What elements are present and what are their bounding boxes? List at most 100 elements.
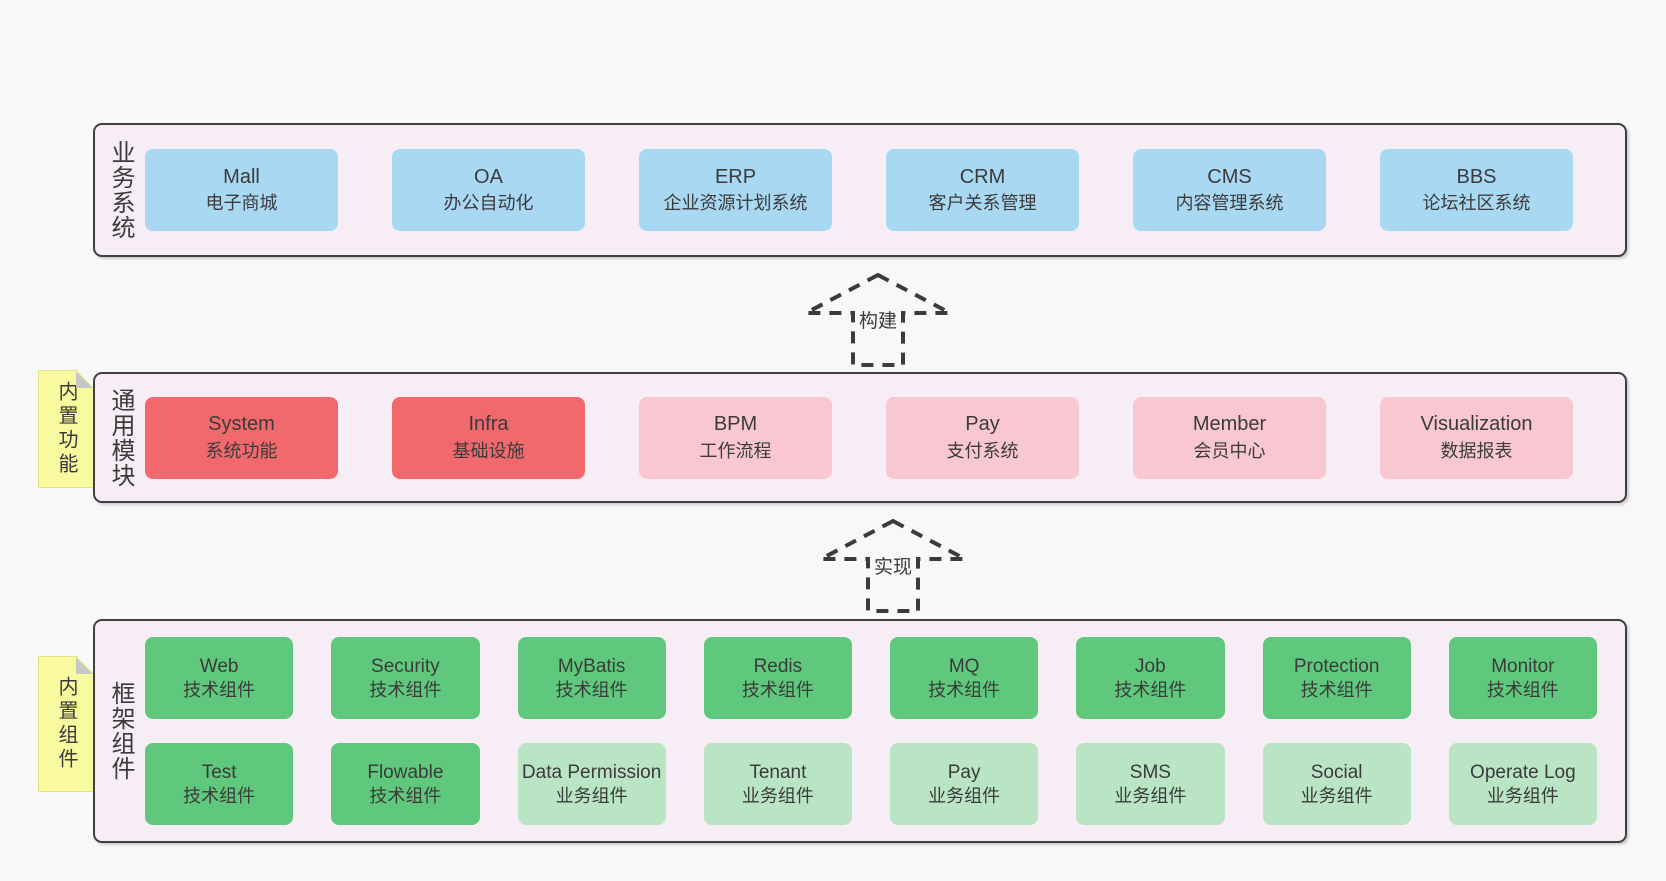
- node-test: Test 技术组件: [145, 743, 294, 825]
- band-modules-label: 通用模块: [95, 374, 145, 501]
- band-label-text: 通用模块: [107, 387, 134, 488]
- node-subtitle: 技术组件: [1486, 679, 1559, 700]
- node-subtitle: 业务组件: [555, 785, 628, 806]
- node-title: Data Permission: [521, 761, 662, 783]
- node-flowable: Flowable 技术组件: [331, 743, 480, 825]
- node-bbs: BBS 论坛社区系统: [1380, 149, 1573, 231]
- node-subtitle: 技术组件: [369, 679, 442, 700]
- node-title: Monitor: [1491, 655, 1555, 677]
- node-title: MQ: [948, 655, 980, 677]
- node-subtitle: 业务组件: [741, 785, 814, 806]
- node-title: Pay: [965, 413, 1000, 436]
- node-subtitle: 技术组件: [183, 679, 256, 700]
- node-subtitle: 客户关系管理: [928, 193, 1037, 214]
- node-title: SMS: [1129, 761, 1171, 783]
- node-subtitle: 技术组件: [369, 785, 442, 806]
- sticky-text: 内置组件: [55, 676, 77, 772]
- node-member: Member 会员中心: [1133, 396, 1326, 479]
- node-subtitle: 业务组件: [1486, 785, 1559, 806]
- node-crm: CRM 客户关系管理: [886, 149, 1079, 231]
- node-tenant: Tenant 业务组件: [703, 743, 852, 825]
- node-title: Social: [1310, 761, 1363, 783]
- node-title: Member: [1192, 413, 1267, 436]
- band-common-modules: 通用模块 System 系统功能 Infra 基础设施 BPM 工作流程 Pay…: [93, 372, 1627, 503]
- node-title: System: [208, 413, 275, 436]
- node-title: Web: [199, 655, 239, 677]
- band-business-boxes: Mall 电子商城 OA 办公自动化 ERP 企业资源计划系统 CRM 客户关系…: [145, 125, 1625, 255]
- arrow-build-label: 构建: [802, 306, 954, 333]
- node-subtitle: 技术组件: [928, 679, 1001, 700]
- arrow-label-text: 实现: [870, 556, 915, 579]
- node-subtitle: 会员中心: [1193, 440, 1266, 461]
- node-subtitle: 业务组件: [1114, 785, 1187, 806]
- arrow-build: 构建: [802, 272, 954, 368]
- node-operate-log: Operate Log 业务组件: [1448, 743, 1597, 825]
- band-framework-components: 框架组件 Web 技术组件 Security 技术组件 MyBatis 技术组件…: [93, 619, 1627, 843]
- node-title: Protection: [1293, 655, 1380, 677]
- node-subtitle: 技术组件: [555, 679, 628, 700]
- node-subtitle: 支付系统: [946, 440, 1019, 461]
- node-title: Security: [371, 655, 440, 677]
- up-block-arrow-icon: [805, 272, 951, 367]
- node-mybatis: MyBatis 技术组件: [517, 637, 666, 719]
- node-oa: OA 办公自动化: [392, 149, 585, 231]
- node-subtitle: 技术组件: [741, 679, 814, 700]
- band-label-text: 业务系统: [107, 140, 134, 240]
- node-title: ERP: [714, 165, 757, 188]
- node-web: Web 技术组件: [145, 637, 294, 719]
- node-bpm: BPM 工作流程: [639, 396, 832, 479]
- node-mq: MQ 技术组件: [890, 637, 1039, 719]
- node-subtitle: 办公自动化: [443, 193, 534, 214]
- node-mall: Mall 电子商城: [145, 149, 338, 231]
- node-subtitle: 技术组件: [183, 785, 256, 806]
- node-pay-biz: Pay 业务组件: [890, 743, 1039, 825]
- node-subtitle: 企业资源计划系统: [663, 193, 808, 214]
- sticky-note-builtin-features: 内置功能: [38, 370, 94, 488]
- arrow-implement-label: 实现: [817, 552, 969, 579]
- arrow-implement: 实现: [817, 518, 969, 614]
- node-cms: CMS 内容管理系统: [1133, 149, 1326, 231]
- node-subtitle: 工作流程: [699, 440, 772, 461]
- node-title: Test: [201, 761, 237, 783]
- band-framework-rows: Web 技术组件 Security 技术组件 MyBatis 技术组件 Redi…: [145, 621, 1625, 841]
- node-system: System 系统功能: [145, 396, 338, 479]
- node-title: BBS: [1456, 165, 1497, 188]
- node-erp: ERP 企业资源计划系统: [639, 149, 832, 231]
- node-security: Security 技术组件: [331, 637, 480, 719]
- node-subtitle: 数据报表: [1440, 440, 1513, 461]
- arrow-label-text: 构建: [855, 310, 900, 333]
- node-subtitle: 基础设施: [452, 440, 525, 461]
- node-title: Operate Log: [1470, 761, 1576, 783]
- node-subtitle: 技术组件: [1114, 679, 1187, 700]
- band-business-systems: 业务系统 Mall 电子商城 OA 办公自动化 ERP 企业资源计划系统 CRM…: [93, 123, 1627, 257]
- node-title: Pay: [947, 761, 981, 783]
- node-monitor: Monitor 技术组件: [1448, 637, 1597, 719]
- node-subtitle: 电子商城: [205, 193, 278, 214]
- framework-row-1: Web 技术组件 Security 技术组件 MyBatis 技术组件 Redi…: [145, 637, 1597, 719]
- node-protection: Protection 技术组件: [1262, 637, 1411, 719]
- node-subtitle: 技术组件: [1300, 679, 1373, 700]
- node-title: OA: [474, 165, 503, 188]
- up-block-arrow-icon: [820, 518, 966, 613]
- node-title: Tenant: [749, 761, 807, 783]
- node-title: BPM: [713, 413, 758, 436]
- node-title: Flowable: [367, 761, 444, 783]
- node-infra: Infra 基础设施: [392, 396, 585, 479]
- node-title: MyBatis: [557, 655, 626, 677]
- node-subtitle: 系统功能: [205, 440, 278, 461]
- node-title: Job: [1135, 655, 1166, 677]
- band-label-text: 框架组件: [107, 681, 134, 781]
- node-title: Redis: [753, 655, 803, 677]
- node-sms: SMS 业务组件: [1076, 743, 1225, 825]
- band-modules-boxes: System 系统功能 Infra 基础设施 BPM 工作流程 Pay 支付系统…: [145, 374, 1625, 501]
- node-subtitle: 业务组件: [928, 785, 1001, 806]
- node-data-permission: Data Permission 业务组件: [517, 743, 666, 825]
- node-subtitle: 论坛社区系统: [1422, 193, 1531, 214]
- node-redis: Redis 技术组件: [703, 637, 852, 719]
- node-subtitle: 业务组件: [1300, 785, 1373, 806]
- framework-row-2: Test 技术组件 Flowable 技术组件 Data Permission …: [145, 743, 1597, 825]
- node-social: Social 业务组件: [1262, 743, 1411, 825]
- node-job: Job 技术组件: [1076, 637, 1225, 719]
- sticky-text: 内置功能: [55, 381, 77, 477]
